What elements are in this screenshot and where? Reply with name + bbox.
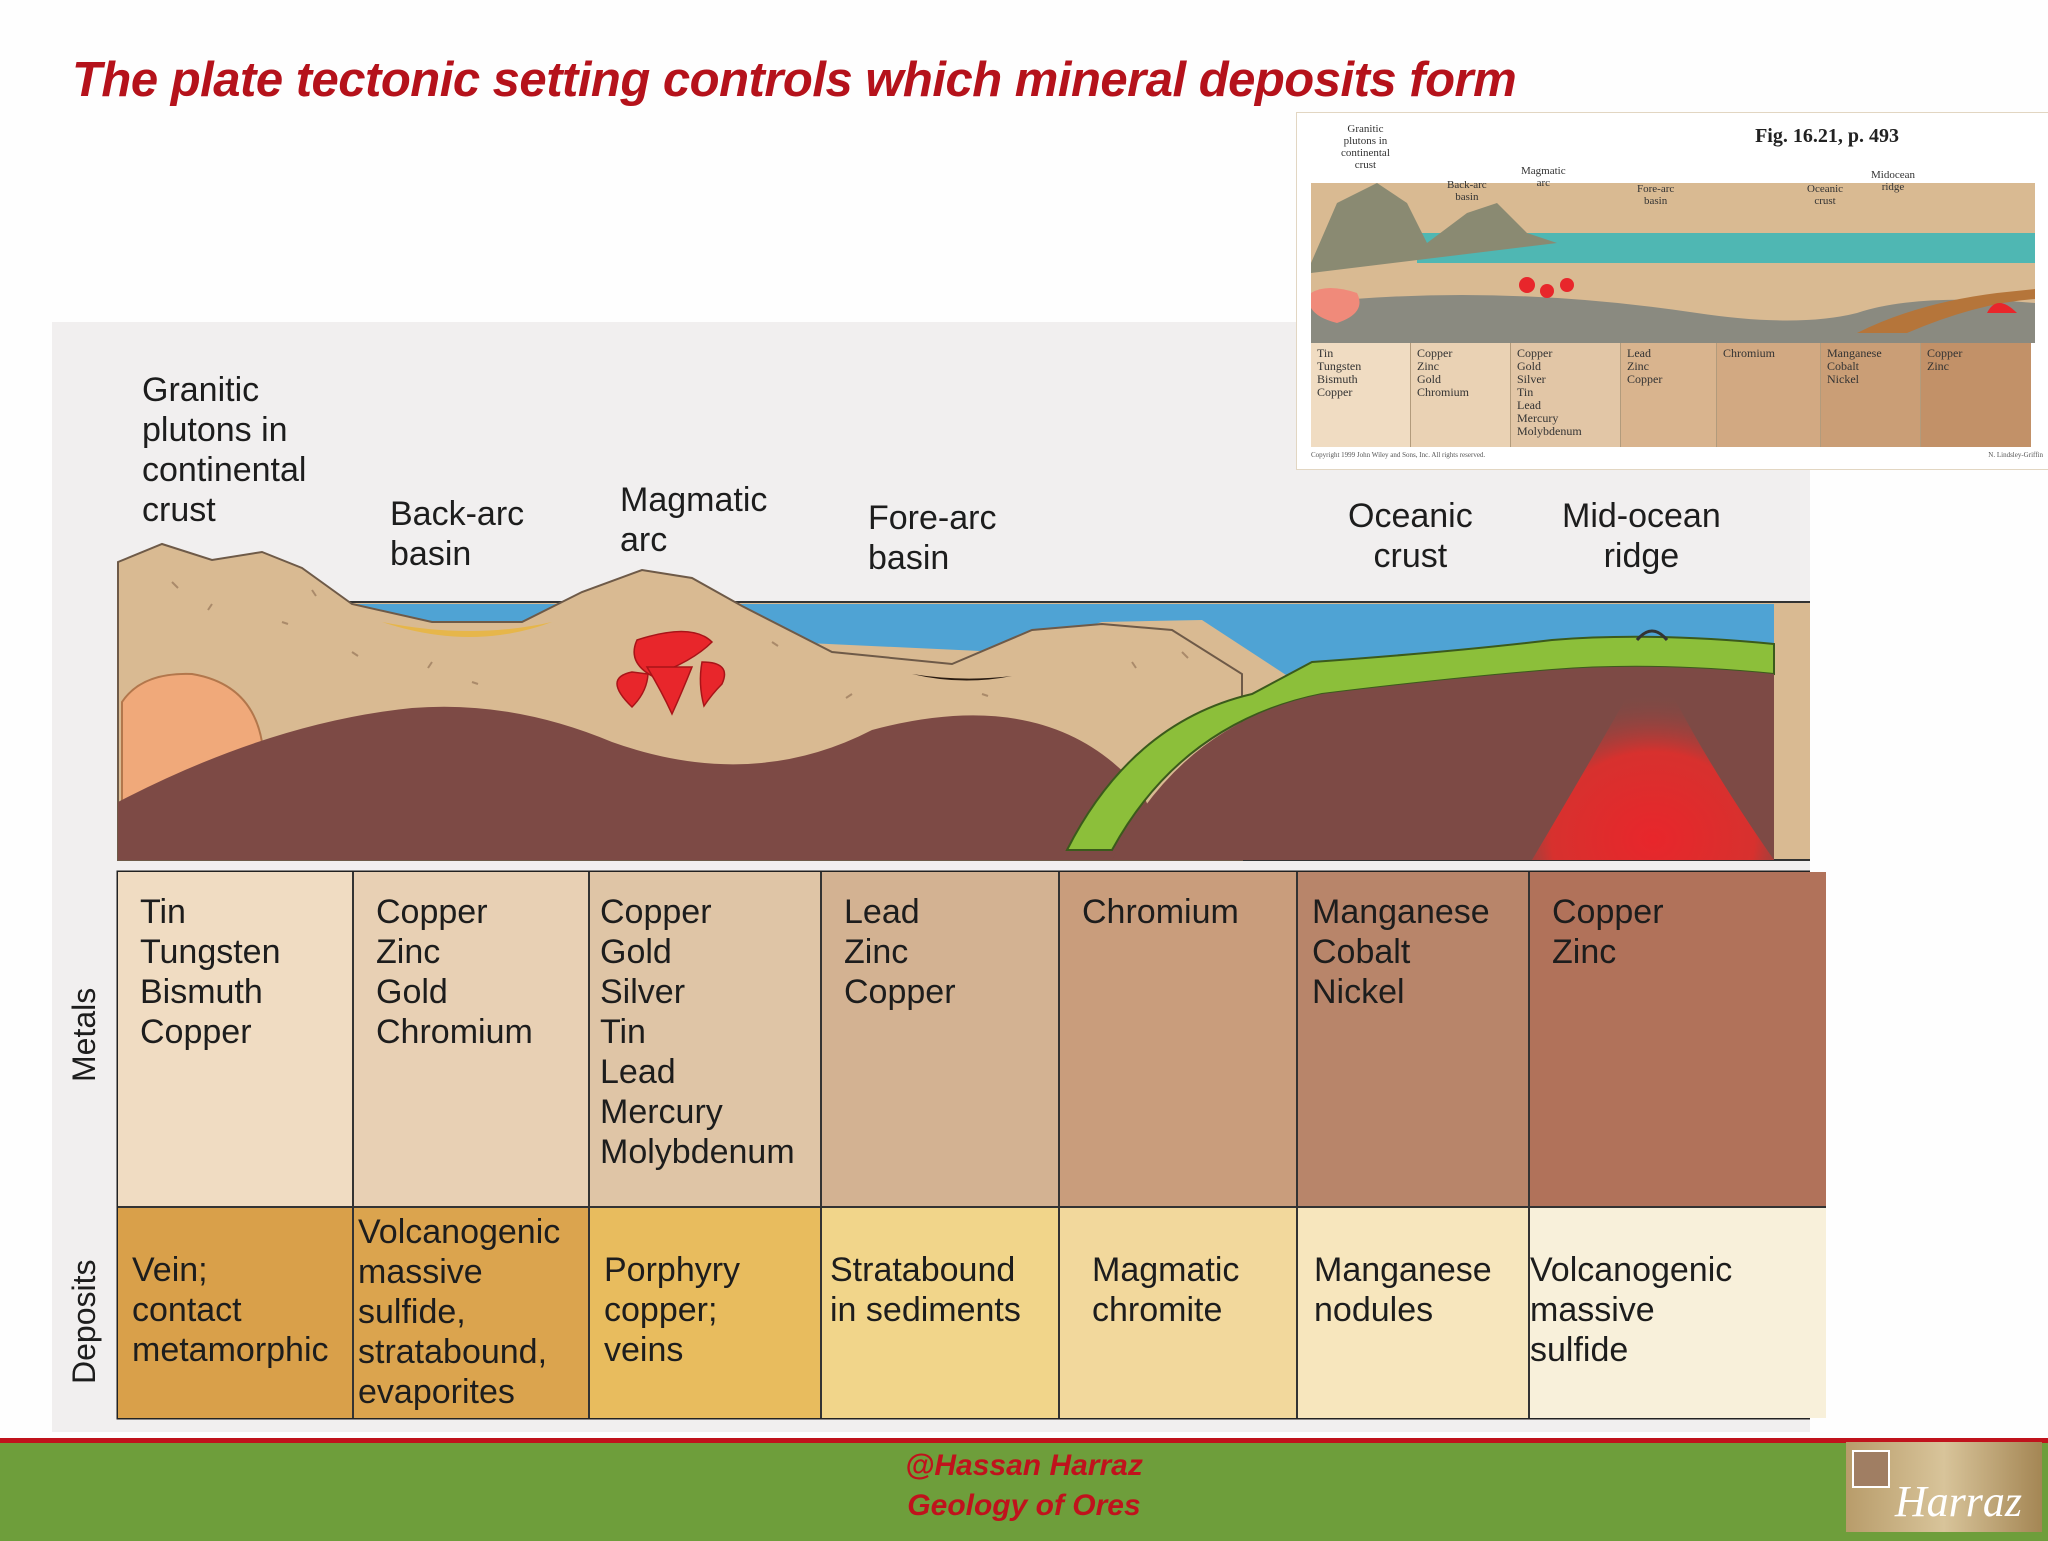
metal-cell: Copper Zinc Gold Chromium (354, 872, 590, 1206)
metal-cell: Chromium (1060, 872, 1298, 1206)
harraz-logo: Harraz (1846, 1442, 2042, 1532)
inset-metal-cell: Tin Tungsten Bismuth Copper (1311, 343, 1411, 447)
label-back-arc-basin: Back-arc basin (390, 495, 525, 573)
inset-label: Granitic plutons in continental crust (1341, 123, 1390, 171)
arc-magma-bodies (616, 630, 726, 716)
deposit-cell: Volcanogenic massive sulfide (1530, 1206, 1826, 1418)
avatar (1852, 1450, 1890, 1488)
main-figure: Granitic plutons in continental crust Ba… (52, 322, 1826, 1432)
fore-arc-sediment (912, 674, 1012, 681)
deposit-cell: Manganese nodules (1298, 1206, 1530, 1418)
metals-deposits-table: Tin Tungsten Bismuth Copper Copper Zinc … (118, 872, 1826, 1418)
label-magmatic-arc: Magmatic arc (620, 481, 768, 559)
metal-cell: Lead Zinc Copper (822, 872, 1060, 1206)
inset-fig-reference: Fig. 16.21, p. 493 (1755, 125, 1899, 147)
deposit-cell: Volcanogenic massive sulfide, strataboun… (354, 1206, 590, 1418)
inset-label: Oceanic crust (1807, 183, 1844, 207)
inset-metal-cell: Copper Gold Silver Tin Lead Mercury Moly… (1511, 343, 1621, 447)
row-label-deposits: Deposits (66, 1259, 102, 1385)
metal-cell: Tin Tungsten Bismuth Copper (118, 872, 354, 1206)
deposit-cell: Magmatic chromite (1060, 1206, 1298, 1418)
inset-label: Magmatic arc (1521, 165, 1566, 189)
label-granitic-plutons: Granitic plutons in continental crust (142, 371, 307, 529)
inset-metal-cell: Copper Zinc Gold Chromium (1411, 343, 1511, 447)
slide-title: The plate tectonic setting controls whic… (72, 53, 1517, 107)
cross-section-diagram (116, 542, 1810, 1420)
label-fore-arc-basin: Fore-arc basin (868, 499, 997, 577)
metal-cell: Copper Gold Silver Tin Lead Mercury Moly… (590, 872, 822, 1206)
logo-text: Harraz (1894, 1477, 2022, 1526)
inset-credit: N. Lindsley-Griffin (1988, 451, 2043, 459)
mantle (118, 706, 1172, 860)
metal-cell: Manganese Cobalt Nickel (1298, 872, 1530, 1206)
inset-label: Fore-arc basin (1637, 183, 1675, 207)
inset-label: Back-arc basin (1447, 179, 1487, 203)
deposit-cell: Porphyry copper; veins (590, 1206, 822, 1418)
metal-cell: Copper Zinc (1530, 872, 1826, 1206)
inset-label: Midocean ridge (1871, 169, 1915, 193)
deposit-cell: Vein; contact metamorphic (118, 1206, 354, 1418)
inset-metal-cell: Chromium (1717, 343, 1821, 447)
footer-bar: @Hassan Harraz Geology of Ores (0, 1438, 2048, 1541)
back-arc-sediment (382, 622, 552, 637)
inset-metal-cell: Copper Zinc (1921, 343, 2031, 447)
inset-metal-cell: Lead Zinc Copper (1621, 343, 1717, 447)
inset-diagram (1311, 183, 2035, 343)
footer-course: Geology of Ores (907, 1489, 1141, 1522)
label-oceanic-crust: Oceanic crust (1348, 497, 1473, 575)
label-mid-ocean-ridge: Mid-ocean ridge (1562, 497, 1721, 575)
inset-metal-cell: Manganese Cobalt Nickel (1821, 343, 1921, 447)
ridge-magma (1532, 652, 1774, 860)
deposit-cell: Stratabound in sediments (822, 1206, 1060, 1418)
row-label-metals: Metals (66, 987, 102, 1082)
ridge-crest (1635, 629, 1669, 641)
inset-copyright: Copyright 1999 John Wiley and Sons, Inc.… (1311, 451, 1486, 459)
footer-author: @Hassan Harraz (905, 1449, 1143, 1482)
inset-figure: Fig. 16.21, p. 493 Granitic plutons in c… (1296, 112, 2048, 470)
